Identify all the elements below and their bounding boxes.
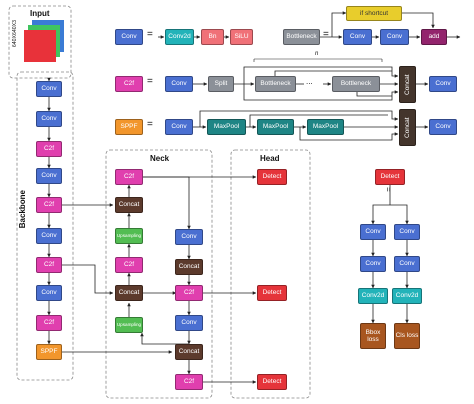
backbone-conv-8: Conv <box>36 285 62 301</box>
head-detect-1: Detect <box>257 169 287 185</box>
head-detect-3: Detect <box>257 374 287 390</box>
legend-bottleneck-conv-1: Conv <box>343 29 372 45</box>
legend-bottleneck-conv-2: Conv <box>380 29 409 45</box>
head-detect-2: Detect <box>257 285 287 301</box>
legend-bottleneck-title: Bottleneck <box>283 29 320 45</box>
legend-detect-eq: = <box>383 187 393 192</box>
legend-detect-right-conv-2: Conv <box>394 256 420 272</box>
edge-c2ftop-conv1 <box>143 176 191 230</box>
neck-conv-2: Conv <box>175 315 203 331</box>
edge-leg-det-split <box>372 204 408 212</box>
neck-conv-1: Conv <box>175 229 203 245</box>
edge-leg-c2f-b2 <box>356 92 392 97</box>
legend-sppf-concat: Concat <box>399 109 416 146</box>
edge-c2f-to-upsampling2 <box>140 332 189 345</box>
backbone-conv-4: Conv <box>36 168 62 184</box>
legend-detect-left-conv-1: Conv <box>360 224 386 240</box>
neck-concat-1: Concat <box>115 197 143 213</box>
legend-detect-right-conv2d: Conv2d <box>392 288 422 304</box>
legend-conv-title: Conv <box>115 29 143 45</box>
edge-leg-c2f-split-top <box>243 66 399 84</box>
input-title: Input <box>30 9 50 18</box>
edge-leg-c2f-split-bottom <box>243 84 399 101</box>
legend-bottleneck-eq: = <box>323 29 329 40</box>
legend-c2f-concat: Concat <box>399 66 416 103</box>
legend-sppf-conv-out: Conv <box>429 119 457 135</box>
legend-c2f-conv-in: Conv <box>165 76 193 92</box>
legend-detect-left-conv-2: Conv <box>360 256 386 272</box>
legend-conv-eq: = <box>147 29 153 40</box>
legend-c2f-bottleneck-1: Bottleneck <box>255 76 296 92</box>
neck-c2f-bottom: C2f <box>175 374 203 390</box>
legend-c2f-eq: = <box>147 76 153 87</box>
backbone-c2f-9: C2f <box>36 315 62 331</box>
legend-conv-silu: SiLU <box>230 29 253 45</box>
neck-c2f-2: C2f <box>115 257 143 273</box>
legend-bottleneck-shortcut: if shortcut <box>346 6 402 21</box>
edge-leg-bn-shortcut-out <box>402 12 435 29</box>
backbone-conv-1: Conv <box>36 81 62 97</box>
legend-c2f-split: Split <box>208 76 234 92</box>
legend-sppf-title: SPPF <box>115 119 143 135</box>
neck-upsampling-1: Upsampling <box>115 228 143 244</box>
neck-concat-4: Concat <box>175 344 203 360</box>
input-frame <box>8 5 72 79</box>
legend-sppf-eq: = <box>147 119 153 130</box>
legend-sppf-maxpool-2: MaxPool <box>257 119 294 135</box>
backbone-title: Backbone <box>18 190 27 229</box>
legend-detect-right-conv-1: Conv <box>394 224 420 240</box>
legend-conv-conv2d: Conv2d <box>165 29 194 45</box>
backbone-conv-6: Conv <box>36 228 62 244</box>
legend-detect-title: Detect <box>375 169 405 185</box>
backbone-conv-2: Conv <box>36 111 62 127</box>
neck-concat-3: Concat <box>175 259 203 275</box>
neck-c2f-top: C2f <box>115 169 143 185</box>
legend-c2f-bottleneck-2: Bottleneck <box>332 76 380 92</box>
edge-leg-sppf-skip1 <box>249 114 388 127</box>
legend-sppf-conv-in: Conv <box>165 119 193 135</box>
legend-c2f-n: n <box>315 51 319 57</box>
edge-c2f7-concat2 <box>62 264 114 295</box>
legend-detect-cls-loss: Cls loss <box>394 323 420 349</box>
legend-bottleneck-add: add <box>421 29 447 45</box>
edge-leg-c2f-b1 <box>274 70 392 76</box>
neck-title: Neck <box>150 154 170 163</box>
input-image-layer-red <box>24 30 56 62</box>
head-title: Head <box>260 154 280 163</box>
edge-leg-sppf-skip2 <box>299 127 399 141</box>
legend-sppf-maxpool-1: MaxPool <box>207 119 246 135</box>
backbone-c2f-3: C2f <box>36 141 62 157</box>
legend-c2f-title: C2f <box>115 76 143 92</box>
legend-sppf-maxpool-3: MaxPool <box>307 119 344 135</box>
edge-leg-bn-shortcut-in <box>331 11 347 37</box>
neck-c2f-mid: C2f <box>175 285 203 301</box>
neck-upsampling-2: Upsampling <box>115 317 143 333</box>
backbone-sppf-10: SPPF <box>36 344 62 360</box>
backbone-c2f-5: C2f <box>36 197 62 213</box>
neck-concat-2: Concat <box>115 285 143 301</box>
edge-leg-sppf-skip0 <box>199 110 399 127</box>
legend-c2f-dots: ... <box>306 77 313 86</box>
input-dims: 640X640X3 <box>12 20 18 48</box>
legend-conv-bn: Bn <box>201 29 224 45</box>
legend-detect-left-conv2d: Conv2d <box>358 288 388 304</box>
legend-detect-bbox-loss: Bbox loss <box>360 323 386 349</box>
head-frame <box>230 149 311 399</box>
backbone-c2f-7: C2f <box>36 257 62 273</box>
legend-c2f-conv-out: Conv <box>429 76 457 92</box>
